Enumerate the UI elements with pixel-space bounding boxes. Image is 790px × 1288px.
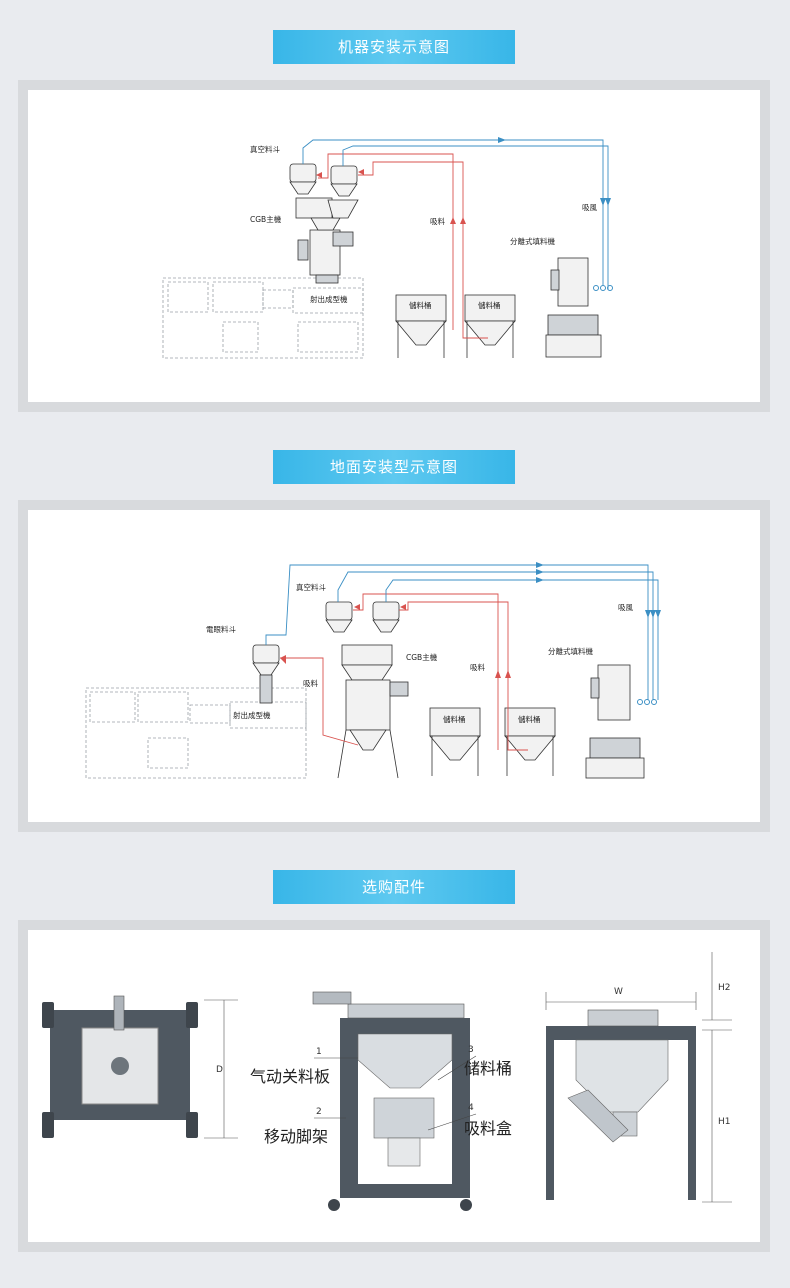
top-view-frame (42, 995, 238, 1139)
dim-w-label: W (614, 987, 623, 997)
separator-unit-2 (585, 664, 645, 779)
dim-d-label: D (216, 1065, 223, 1075)
label-suction-box: 吸料盒 (464, 1119, 512, 1138)
label-storage-bin-1: 儲料桶 (409, 300, 432, 310)
label-mobile-stand: 移动脚架 (264, 1127, 328, 1146)
label-storage-bin-3: 儲料桶 (443, 714, 466, 724)
section-title-accessories: 选购配件 (273, 870, 515, 904)
injection-machine (162, 277, 364, 359)
storage-bin-1 (395, 294, 447, 358)
accessories-svg: D 1 2 3 4 气动关料板 移动脚架 储料桶 (42, 952, 732, 1211)
vacuum-hopper-2 (330, 165, 358, 197)
num-3: 3 (468, 1045, 474, 1055)
storage-bin-2 (464, 294, 516, 358)
air-lines (302, 137, 613, 291)
separator-unit (545, 257, 602, 358)
label-vacuum-hopper: 真空料斗 (250, 144, 280, 154)
dim-h2-label: H2 (718, 983, 731, 993)
vacuum-hopper-3 (325, 601, 353, 633)
label-injection-machine-2: 射出成型機 (233, 710, 271, 720)
suction-lines (316, 153, 488, 339)
label-storage-bin-4: 儲料桶 (518, 714, 541, 724)
section-title-machine-install: 机器安装示意图 (273, 30, 515, 64)
dim-h1-label: H1 (718, 1117, 731, 1127)
num-4: 4 (468, 1103, 474, 1113)
label-cgb-main-2: CGB主機 (406, 652, 438, 662)
injection-machine-2 (85, 687, 307, 779)
mobile-stand (312, 991, 472, 1211)
label-pneumatic-gate: 气动关料板 (250, 1067, 330, 1086)
num-1: 1 (316, 1047, 322, 1057)
num-2: 2 (316, 1107, 322, 1117)
label-suction-air-2: 吸風 (618, 603, 633, 612)
label-suction-material-1: 吸料 (303, 678, 318, 688)
floor-install-diagram: 真空料斗 電眼料斗 CGB主機 射出成型機 吸風 吸料 吸料 分離式填料機 儲料… (28, 510, 760, 822)
storage-bin-3 (429, 707, 481, 776)
label-suction-air: 吸風 (582, 203, 597, 212)
label-eye-hopper: 電眼料斗 (206, 624, 236, 634)
vacuum-hopper-1 (289, 163, 317, 195)
side-view-stand (545, 952, 732, 1203)
label-cgb-main: CGB主機 (250, 214, 282, 224)
floor-install-svg: 真空料斗 電眼料斗 CGB主機 射出成型機 吸風 吸料 吸料 分離式填料機 儲料… (85, 562, 661, 779)
label-injection-machine: 射出成型機 (310, 294, 348, 304)
label-storage-bin-2: 儲料桶 (478, 300, 501, 310)
label-suction-material: 吸料 (430, 216, 445, 226)
storage-bin-4 (504, 707, 556, 776)
cgb-main-unit-2 (337, 644, 409, 779)
label-storage-bin-accessory: 储料桶 (464, 1059, 512, 1078)
accessories-panel: D 1 2 3 4 气动关料板 移动脚架 储料桶 (18, 920, 770, 1252)
label-suction-material-2: 吸料 (470, 662, 485, 672)
label-separator: 分離式填料機 (510, 236, 555, 246)
cgb-main-unit (295, 197, 359, 284)
section-title-floor-install: 地面安装型示意图 (273, 450, 515, 484)
suction-lines-2 (280, 593, 528, 751)
machine-install-diagram: 真空料斗 CGB主機 射出成型機 吸風 吸料 分離式填料機 儲料桶 儲料桶 (28, 90, 760, 402)
floor-install-panel: 真空料斗 電眼料斗 CGB主機 射出成型機 吸風 吸料 吸料 分離式填料機 儲料… (18, 500, 770, 832)
machine-install-panel: 真空料斗 CGB主機 射出成型機 吸風 吸料 分離式填料機 儲料桶 儲料桶 (18, 80, 770, 412)
air-lines-2 (265, 562, 661, 705)
accessories-diagram: D 1 2 3 4 气动关料板 移动脚架 储料桶 (28, 930, 760, 1242)
vacuum-hopper-4 (372, 601, 400, 633)
label-separator-2: 分離式填料機 (548, 646, 593, 656)
machine-install-svg: 真空料斗 CGB主機 射出成型機 吸風 吸料 分離式填料機 儲料桶 儲料桶 (162, 137, 613, 359)
label-vacuum-hopper-2: 真空料斗 (296, 582, 326, 592)
eye-hopper (252, 644, 280, 704)
